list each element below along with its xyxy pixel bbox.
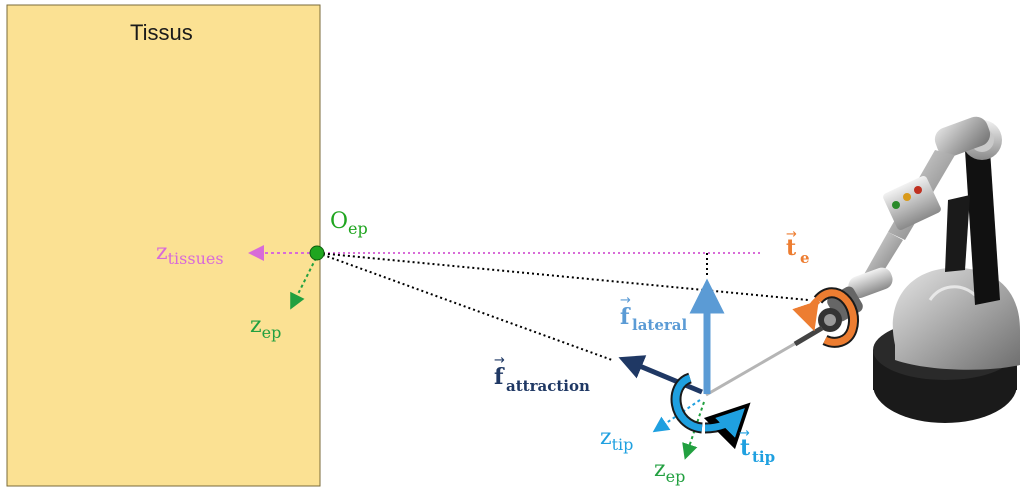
tissue-title: Tissus — [130, 20, 193, 45]
reference-line-lower — [318, 253, 612, 360]
robot-illustration — [706, 113, 1020, 423]
z-ep-tip-label: zep — [654, 457, 685, 486]
t-e-label: t → e — [786, 227, 810, 267]
svg-text:→: → — [620, 293, 631, 308]
reference-line-upper — [318, 253, 808, 300]
f-attraction-arrow — [630, 362, 702, 392]
origin-point — [310, 246, 324, 260]
svg-text:→: → — [494, 353, 505, 368]
f-attraction-label: f → attraction — [494, 353, 590, 395]
svg-text:→: → — [739, 426, 750, 441]
t-tip-label: t → tip — [739, 426, 775, 466]
svg-text:→: → — [786, 227, 797, 242]
svg-text:e: e — [800, 249, 810, 267]
z-tip-label: ztip — [600, 425, 633, 454]
svg-text:tip: tip — [752, 448, 775, 466]
svg-text:attraction: attraction — [506, 377, 590, 395]
origin-label: Oep — [330, 209, 368, 238]
f-lateral-label: f → lateral — [620, 293, 688, 334]
svg-text:lateral: lateral — [632, 316, 688, 334]
